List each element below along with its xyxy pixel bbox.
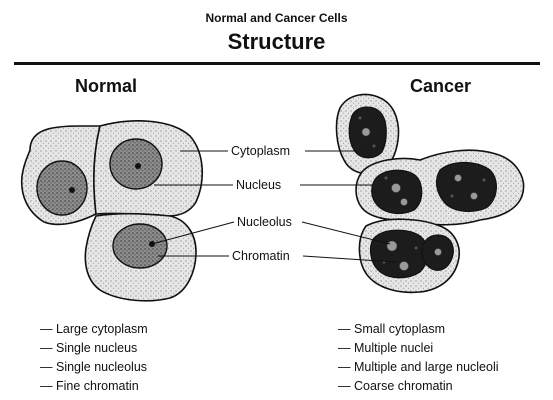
cancer-trait-item: Coarse chromatin <box>338 377 499 396</box>
cancer-nucleolus <box>454 174 462 182</box>
cancer-chromatin-clumps <box>358 116 486 264</box>
cancer-traits-list: Small cytoplasm Multiple nuclei Multiple… <box>338 320 499 396</box>
chromatin-clump <box>482 178 486 182</box>
normal-nucleus-3 <box>112 223 168 269</box>
normal-nucleolus-2 <box>135 163 141 169</box>
normal-nucleolus-1 <box>69 187 75 193</box>
title-rule <box>14 62 540 65</box>
normal-traits-list: Large cytoplasm Single nucleus Single nu… <box>40 320 148 396</box>
normal-heading: Normal <box>75 76 138 96</box>
cancer-nucleolus <box>399 261 409 271</box>
figure-subtitle: Normal and Cancer Cells <box>205 11 348 25</box>
cancer-nucleolus <box>391 183 401 193</box>
cancer-cells <box>335 93 525 294</box>
cancer-trait-item: Multiple and large nucleoli <box>338 358 499 377</box>
label-chromatin: Chromatin <box>230 249 292 263</box>
cancer-nucleolus <box>400 198 408 206</box>
cancer-nucleus-3 <box>435 161 497 212</box>
normal-cells <box>20 120 204 302</box>
normal-trait-item: Large cytoplasm <box>40 320 148 339</box>
chromatin-clump <box>414 246 418 250</box>
chromatin-clump <box>358 116 362 120</box>
normal-trait-item: Single nucleolus <box>40 358 148 377</box>
chromatin-clump <box>372 144 376 148</box>
cancer-heading: Cancer <box>410 76 472 96</box>
label-nucleolus: Nucleolus <box>235 215 294 229</box>
chromatin-clump <box>450 194 454 198</box>
figure-title: Structure <box>227 29 326 54</box>
cancer-trait-item: Multiple nuclei <box>338 339 499 358</box>
cancer-trait-item: Small cytoplasm <box>338 320 499 339</box>
leader-nucleolus-left <box>151 221 235 245</box>
cancer-nucleolus <box>386 240 398 252</box>
normal-nucleus-1 <box>36 160 88 216</box>
leader-lines <box>151 150 397 263</box>
cancer-nucleolus <box>361 127 371 137</box>
cancer-nucleolus <box>434 248 442 256</box>
leader-chromatin-right <box>302 255 397 263</box>
label-nucleus: Nucleus <box>234 178 284 192</box>
leader-nucleolus-right <box>301 221 391 245</box>
normal-trait-item: Fine chromatin <box>40 377 148 396</box>
cancer-nucleus-4 <box>369 229 429 279</box>
label-cytoplasm: Cytoplasm <box>229 144 293 158</box>
cancer-nucleoli <box>361 127 478 271</box>
normal-trait-item: Single nucleus <box>40 339 148 358</box>
cancer-nucleolus <box>470 192 478 200</box>
chromatin-clump <box>384 176 388 180</box>
